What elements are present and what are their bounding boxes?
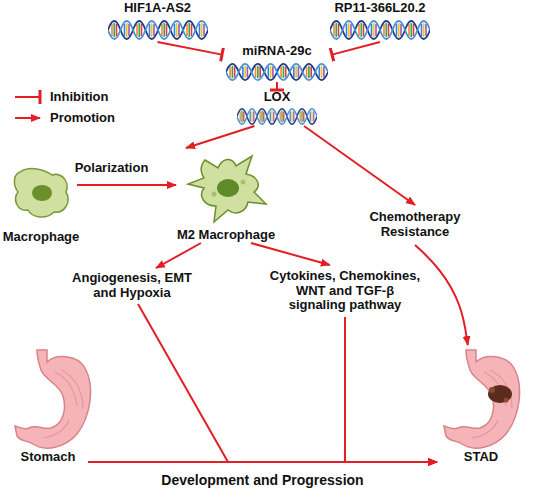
promotion-connector <box>345 317 437 462</box>
promotion-connector <box>251 243 330 265</box>
inhibition-connector <box>158 42 223 55</box>
process-node: Cytokines, Chemokines, WNT and TGF-β sig… <box>269 265 421 317</box>
legend-label: Inhibition <box>50 90 108 105</box>
node-label: Angiogenesis, EMT and Hypoxia <box>72 271 192 301</box>
gene-node: LOX <box>232 90 322 126</box>
node-label: HIF1A-AS2 <box>124 1 191 16</box>
node-label: LOX <box>264 90 291 105</box>
edge-label: Polarization <box>75 161 149 176</box>
promotion-connector <box>138 304 437 462</box>
promotion-connector <box>186 126 255 148</box>
dna-icon <box>330 21 430 39</box>
inhibition-connector <box>276 82 278 90</box>
legend-line <box>15 96 40 98</box>
inhibition-connector <box>332 42 380 55</box>
lncrna-node: HIF1A-AS2 <box>105 1 210 42</box>
mirna-node: miRNA-29c <box>222 44 332 82</box>
node-label: Cytokines, Chemokines, WNT and TGF-β sig… <box>269 269 421 314</box>
organ-node: Stomach <box>8 345 88 465</box>
legend-sample <box>14 111 44 125</box>
cell-node: Macrophage <box>5 165 77 245</box>
promotion-connector <box>77 184 176 186</box>
node-label: M2 Macrophage <box>177 228 275 243</box>
stomach-icon <box>15 350 91 448</box>
edge-label: Development and Progression <box>161 472 363 488</box>
promotion-connector <box>156 243 201 268</box>
cell-node: M2 Macrophage <box>176 148 276 243</box>
promotion-connector <box>415 245 468 345</box>
node-label: RP11-366L20.2 <box>334 1 425 16</box>
dna-icon <box>226 64 328 80</box>
node-label: STAD <box>464 450 498 465</box>
macrophage-icon <box>14 169 68 218</box>
tumor-stomach-icon <box>444 350 520 448</box>
organ-node: STAD <box>437 345 525 465</box>
promotion-connector <box>304 126 415 205</box>
legend-item: Inhibition <box>14 90 115 105</box>
node-label: Chemotherapy Resistance <box>365 210 465 240</box>
node-label: Macrophage <box>3 230 80 245</box>
legend: InhibitionPromotion <box>14 90 115 126</box>
legend-label: Promotion <box>50 111 115 126</box>
node-label: Stomach <box>21 450 76 465</box>
m2-macrophage-icon <box>188 156 266 222</box>
promotion-connector <box>88 461 437 463</box>
dna-icon <box>237 109 317 124</box>
outcome-node: Chemotherapy Resistance <box>365 205 465 245</box>
process-node: Angiogenesis, EMT and Hypoxia <box>72 268 192 304</box>
dna-icon <box>108 21 208 39</box>
legend-item: Promotion <box>14 111 115 126</box>
legend-line <box>15 117 40 119</box>
legend-sample <box>14 90 44 104</box>
lncrna-node: RP11-366L20.2 <box>325 1 435 42</box>
node-label: miRNA-29c <box>242 44 311 59</box>
